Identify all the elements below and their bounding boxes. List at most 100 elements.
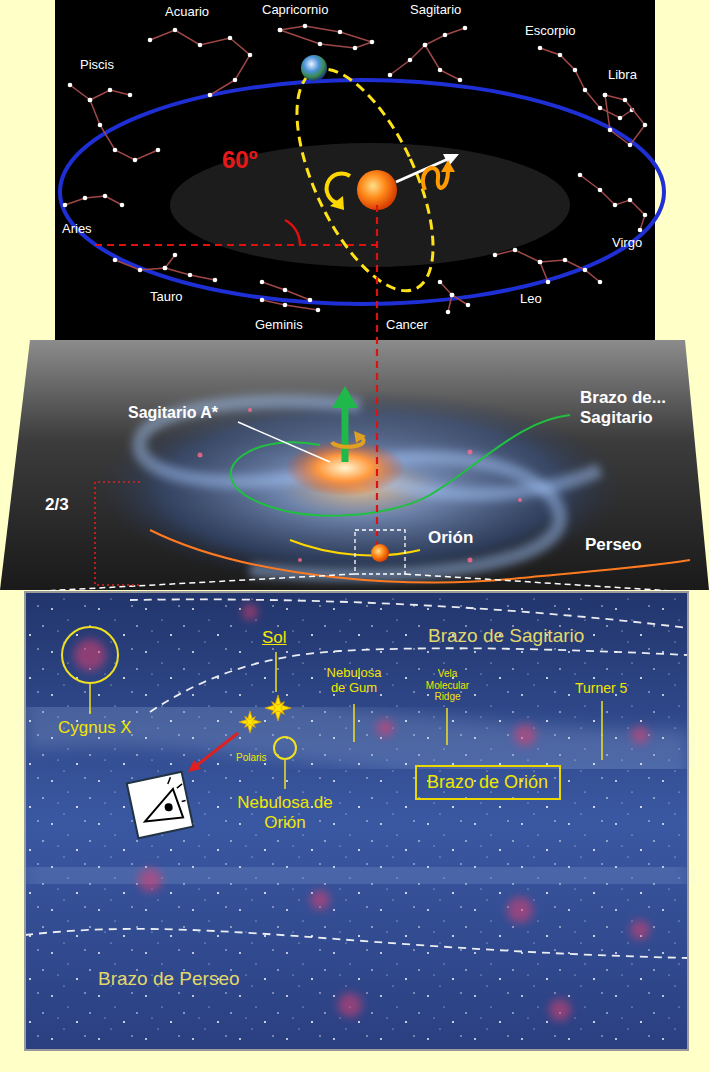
sky-panel <box>55 0 655 340</box>
leader-line <box>238 422 330 462</box>
label: 2/3 <box>45 495 69 515</box>
constellation-figure <box>452 295 468 305</box>
nebula-blob <box>138 868 162 892</box>
constellation-figure <box>440 282 452 312</box>
label: Brazo de Perseo <box>98 968 240 990</box>
eye-shape <box>140 788 183 825</box>
constellation-figure <box>150 30 250 95</box>
constellation-figure <box>90 90 130 100</box>
sagittarius-arm-line <box>231 415 570 516</box>
ecliptic-orbit <box>60 80 664 304</box>
label: Turner 5 <box>575 680 627 696</box>
ecliptic-plane <box>170 143 570 267</box>
highlight-circle <box>62 627 118 683</box>
arm-boundary <box>130 599 688 628</box>
label: Tauro <box>150 290 183 305</box>
label: Brazo de Sagitario <box>428 625 584 647</box>
label: Acuario <box>165 5 209 20</box>
nebula-blobs <box>74 604 650 1021</box>
eye-rays <box>167 775 186 803</box>
reference-line <box>95 244 377 246</box>
nebula-dot <box>468 558 473 563</box>
label: Cygnus X <box>58 718 132 738</box>
arrow-head <box>354 431 366 443</box>
constellation-figure <box>262 282 310 300</box>
label: Geminis <box>255 318 303 333</box>
constellation-figure <box>165 255 175 268</box>
constellation-figure <box>262 300 318 310</box>
label: Libra <box>608 68 637 83</box>
distance-bracket <box>95 482 140 585</box>
nebula-blob <box>338 993 362 1017</box>
eye-icon <box>127 772 193 838</box>
label: Sol <box>262 628 287 648</box>
galaxy-disk <box>95 390 625 586</box>
nebula-dot <box>198 453 203 458</box>
constellation-figure <box>70 85 158 160</box>
arm-label-box: Brazo de Orión <box>415 765 561 800</box>
label: Brazo de... Sagitario <box>580 388 680 427</box>
arm-boundary <box>25 929 688 958</box>
polaris-star <box>239 711 261 733</box>
spiral-arms <box>139 401 600 575</box>
projection-line <box>376 205 378 545</box>
nebula-blob <box>242 604 258 620</box>
label: Polaris <box>236 752 267 764</box>
nebula-dot <box>248 408 252 412</box>
arm-boundaries <box>25 599 688 958</box>
leader-line <box>89 684 91 714</box>
starfield-panel <box>25 592 688 1050</box>
constellation-figure <box>390 28 465 75</box>
arrow-head <box>188 760 201 772</box>
panel-border <box>25 592 688 1050</box>
constellation-figure <box>495 250 600 282</box>
label: Cancer <box>386 318 428 333</box>
zoom-box <box>355 530 405 574</box>
nebula-dot <box>468 450 473 455</box>
label: Virgo <box>612 236 642 251</box>
constellation-figure <box>580 175 645 230</box>
arm-boundary <box>150 648 688 712</box>
node-text: Brazo de Orión <box>427 772 548 793</box>
arrow-head <box>443 154 459 166</box>
label: Escorpio <box>525 24 576 39</box>
nebula-dot <box>298 558 302 562</box>
label: Aries <box>62 222 92 237</box>
sun <box>357 170 397 210</box>
sun-star <box>265 695 291 721</box>
arrow-head <box>330 196 344 210</box>
milky-band <box>25 870 688 882</box>
label: Orión <box>428 528 473 548</box>
label: Nebulosa de Gum <box>318 666 390 696</box>
nebula-blob <box>376 719 394 737</box>
constellation-figures <box>65 26 645 312</box>
angle-arc <box>285 220 300 245</box>
nebula-blob <box>630 920 650 940</box>
nebula-dots <box>198 408 523 563</box>
constellation-figure <box>425 45 460 80</box>
rotation-arrow <box>327 173 350 203</box>
label: Perseo <box>585 535 642 555</box>
eye-pupil <box>164 803 173 812</box>
nebula-blob <box>507 897 533 923</box>
nebula-blob <box>549 999 571 1021</box>
constellation-figure <box>115 260 215 280</box>
constellation-figure <box>540 262 548 282</box>
label: Sagitario A* <box>128 404 218 422</box>
nebula-dot <box>518 498 522 502</box>
nebula-blob <box>74 639 106 671</box>
highlight-circle <box>274 737 296 759</box>
constellation-figure <box>540 48 632 118</box>
label: Nebulosa de Orión <box>230 793 340 832</box>
label: Piscis <box>80 58 114 73</box>
arrow-head <box>441 160 455 172</box>
leader-line <box>353 704 355 742</box>
nebula-blob <box>514 724 536 746</box>
stars <box>25 592 688 1050</box>
constellation-figure <box>65 196 122 205</box>
milky-band <box>25 716 688 760</box>
label: Vela Molecular Ridge <box>420 668 475 703</box>
label: Leo <box>520 292 542 307</box>
label: Capricornio <box>262 3 328 18</box>
